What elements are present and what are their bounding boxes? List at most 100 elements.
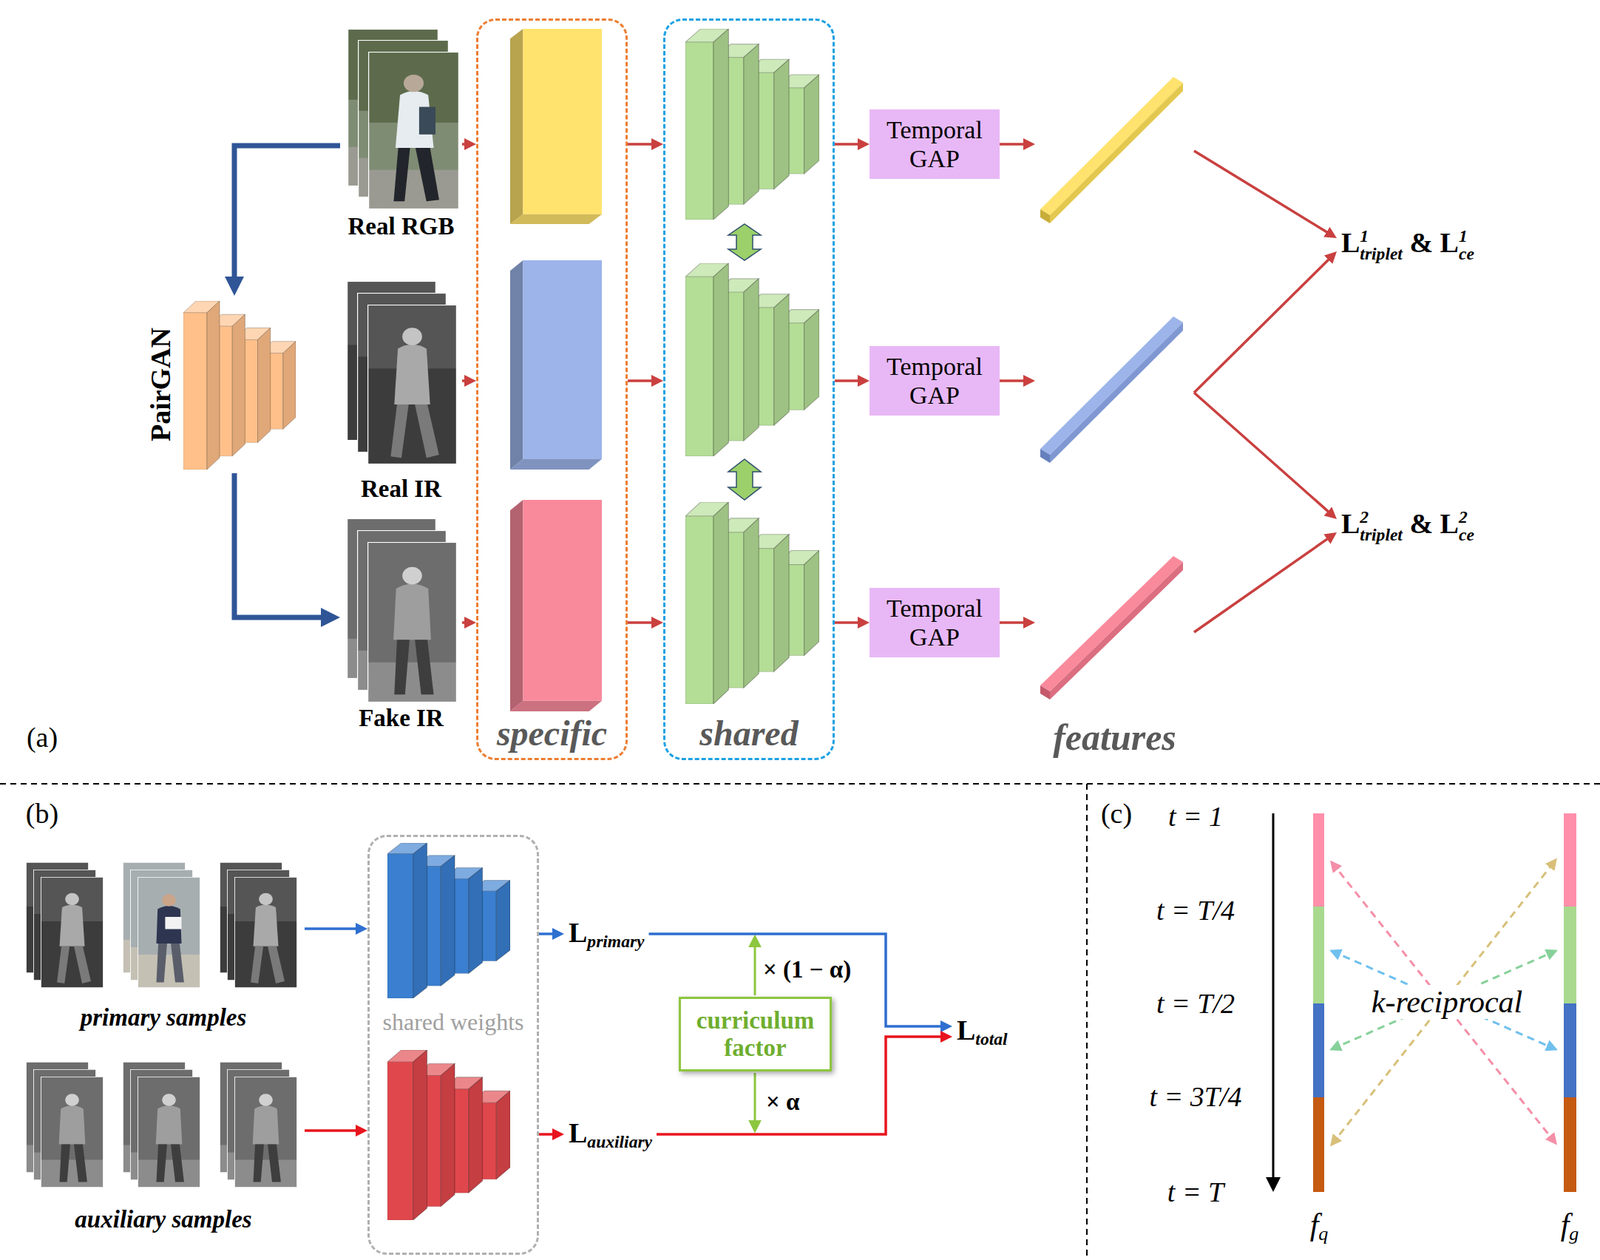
feature-bar [1049, 82, 1183, 224]
label-holder: t = T [1167, 1175, 1224, 1209]
connector [834, 621, 862, 625]
loss-term: Ltotal [952, 1010, 1013, 1053]
connector [1194, 392, 1331, 514]
panel-divider [1086, 783, 1088, 1260]
feature-bar [1040, 76, 1183, 216]
image-stack: Fake IR [340, 512, 463, 732]
superscript: 2 [1458, 507, 1475, 527]
panel-label: (a) [26, 721, 58, 753]
dashed-group: specific [476, 18, 628, 761]
node-label: auxiliary samples [74, 1205, 252, 1234]
connector [834, 379, 862, 383]
label-holder: t = T/2 [1156, 987, 1235, 1020]
primary-network [387, 842, 511, 999]
label-holder: t = 3T/4 [1149, 1080, 1243, 1113]
factor-weight: × α [765, 1088, 800, 1115]
factor-box: curriculum factor [678, 996, 832, 1072]
connector [462, 379, 469, 383]
label-holder: (c) [1100, 797, 1132, 830]
label-holder: (b) [25, 797, 59, 830]
label-holder: fg [1560, 1206, 1580, 1246]
node-label: features [1052, 715, 1177, 759]
segment [1563, 1003, 1577, 1098]
connector [462, 621, 469, 625]
connector [234, 473, 327, 618]
connector [999, 142, 1027, 146]
superscript: 1 [1359, 226, 1403, 246]
generator-block: PairGAN [144, 295, 304, 474]
subscript: triplet [1359, 244, 1403, 264]
reciprocal-link [1331, 950, 1556, 1050]
node-label: shared [699, 712, 798, 754]
superscript: 1 [1458, 226, 1475, 246]
dashed-group: shared weights [367, 834, 540, 1255]
feature-bar [1049, 561, 1183, 700]
fake-ir-frame [367, 541, 457, 703]
feature-bar [1040, 685, 1050, 700]
sample-frame [40, 876, 104, 988]
label-holder: × (1 − α) [763, 956, 852, 984]
connector [539, 932, 557, 936]
connector [999, 621, 1027, 625]
feature-group: features [1035, 70, 1195, 762]
segment [1563, 1097, 1577, 1192]
subscript: ce [1458, 244, 1475, 264]
node-label: primary samples [80, 1004, 247, 1032]
segment [1313, 813, 1325, 907]
label-holder: t = 1 [1168, 800, 1223, 833]
node-label: Temporal GAP [872, 593, 997, 652]
feature-bar [1040, 448, 1050, 463]
connector [627, 379, 656, 383]
sample-frame [234, 1076, 298, 1188]
image-stack: Real RGB [340, 24, 463, 241]
time-axis [1272, 813, 1275, 1182]
weight-sharing-arrow [728, 459, 761, 500]
index-stack: 1ce [1458, 226, 1475, 264]
connector [999, 379, 1027, 383]
method-label: k-reciprocal [1367, 984, 1527, 1019]
segment [1313, 906, 1325, 1004]
subscript: ce [1458, 525, 1475, 545]
factor-arrow [754, 943, 757, 996]
segment [1313, 1003, 1325, 1098]
connector [1194, 150, 1330, 234]
connector [462, 142, 469, 146]
node-label: Real IR [360, 475, 442, 503]
node-label: Temporal GAP [872, 115, 997, 174]
loss-term: Lprimary [564, 913, 650, 955]
segment [1563, 813, 1577, 907]
node-label: Ltotal [956, 1013, 1008, 1050]
sample-frame [137, 1076, 201, 1188]
node-label: PairGAN [144, 327, 177, 442]
pooling-box: Temporal GAP [869, 587, 1000, 658]
specific-layer [510, 28, 602, 225]
subscript: primary [587, 931, 644, 951]
dashed-group: shared [663, 18, 835, 761]
node-label: Fake IR [358, 704, 444, 732]
connector [304, 1129, 360, 1132]
feature-name: fq [1310, 1207, 1329, 1242]
superscript: 2 [1359, 507, 1403, 527]
feature-bar [1040, 556, 1183, 692]
time-step: t = T [1167, 1176, 1224, 1208]
factor-arrow [754, 1072, 757, 1124]
subscript: g [1568, 1222, 1579, 1245]
pooling-box: Temporal GAP [869, 109, 1000, 179]
connector [234, 145, 341, 283]
pooling-box: Temporal GAP [869, 346, 1000, 416]
feature-bar [1040, 209, 1050, 224]
index-stack: 1triplet [1359, 226, 1403, 264]
connector [304, 927, 360, 931]
auxiliary-network [387, 1049, 511, 1220]
specific-layer [510, 499, 602, 712]
sample-frame [234, 876, 298, 988]
subscript: total [975, 1029, 1008, 1049]
subscript: auxiliary [587, 1131, 653, 1152]
sample-set: primary samples [22, 857, 305, 1032]
sample-set: auxiliary samples [22, 1057, 305, 1234]
label-holder: k-reciprocal [1367, 984, 1527, 1020]
connector [627, 621, 656, 625]
segment [1313, 1097, 1325, 1192]
node-label: shared weights [382, 1008, 524, 1036]
shared-layers [685, 502, 820, 704]
